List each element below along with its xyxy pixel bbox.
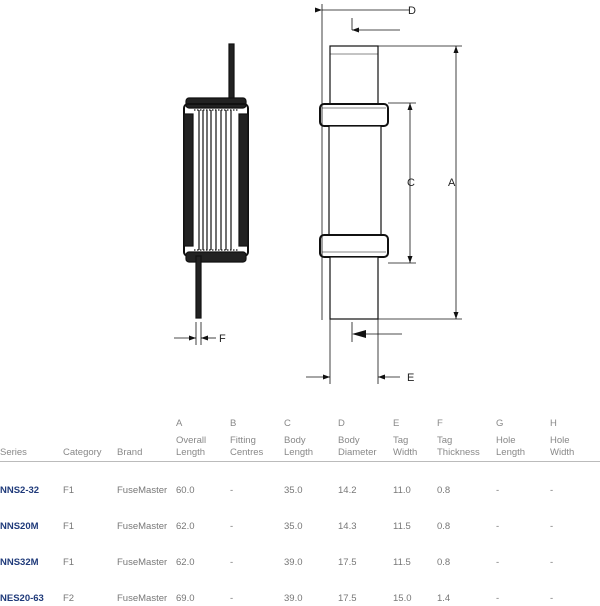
table-cell: F1 [63, 485, 75, 496]
col-header [117, 435, 176, 447]
table-cell: - [550, 557, 554, 568]
col-header [63, 435, 117, 447]
table-cell: 14.2 [338, 485, 357, 496]
table-cell: - [230, 593, 234, 604]
table-cell: 62.0 [176, 521, 195, 532]
col-header: Length [496, 447, 550, 462]
dimension-c [388, 102, 416, 264]
table-cell: F1 [63, 557, 75, 568]
col-letter [63, 416, 117, 429]
col-header: Hole [550, 435, 570, 446]
dimension-a [378, 45, 462, 320]
col-letter: A [176, 418, 183, 429]
table-cell: 1.4 [437, 593, 451, 604]
table-cell: FuseMaster [117, 485, 168, 496]
table-cell: 39.0 [284, 557, 303, 568]
table-cell: 60.0 [176, 485, 195, 496]
table-cell: 69.0 [176, 593, 195, 604]
table-row: NES20-63 F2 FuseMaster 69.0 - 39.0 17.5 … [0, 570, 600, 606]
col-letter: H [550, 418, 557, 429]
col-letter: B [230, 418, 237, 429]
table-cell: 62.0 [176, 557, 195, 568]
table-cell: 35.0 [284, 485, 303, 496]
table-cell: 14.3 [338, 521, 357, 532]
series-cell: NES20-63 [0, 593, 44, 604]
table-cell: 35.0 [284, 521, 303, 532]
dimension-d [315, 4, 410, 320]
fuse-dimension-diagram: F D A C [174, 4, 462, 384]
col-header: Series [0, 447, 63, 462]
col-header: Body [284, 435, 306, 446]
col-letter: F [437, 418, 443, 429]
table-row: NNS32M F1 FuseMaster 62.0 - 39.0 17.5 11… [0, 534, 600, 570]
fuse-side-view [183, 43, 249, 319]
header-line2-row: Series Category Brand Length Centres Len… [0, 447, 600, 462]
table-row: NNS20M F1 FuseMaster 62.0 - 35.0 14.3 11… [0, 498, 600, 534]
dimension-a-label: A [448, 177, 456, 189]
table-cell: 0.8 [437, 521, 451, 532]
col-header: Tag [393, 435, 409, 446]
fuse-front-view [319, 45, 389, 320]
table-cell: 11.5 [393, 557, 411, 568]
col-header [0, 435, 63, 447]
col-header: Thickness [437, 447, 496, 462]
col-letter: G [496, 418, 504, 429]
col-header: Width [550, 447, 600, 462]
col-letter [0, 416, 63, 429]
col-header: Category [63, 447, 117, 462]
dimension-d-label: D [408, 5, 416, 17]
series-cell: NNS2-32 [0, 485, 40, 496]
header-letters-row: A B C D E F G H [0, 416, 600, 429]
table-row: NNS2-32 F1 FuseMaster 60.0 - 35.0 14.2 1… [0, 462, 600, 499]
col-letter: C [284, 418, 291, 429]
table-cell: - [550, 521, 554, 532]
col-header: Diameter [338, 447, 393, 462]
table-cell: FuseMaster [117, 593, 168, 604]
dimension-c-label: C [407, 177, 415, 189]
table-cell: FuseMaster [117, 521, 168, 532]
table-cell: - [496, 557, 500, 568]
dimension-f [174, 322, 216, 345]
col-letter [117, 416, 176, 429]
table-cell: - [550, 485, 554, 496]
table-cell: F2 [63, 593, 75, 604]
header-line1-row: Overall Fitting Body Body Tag Tag Hole H… [0, 435, 600, 447]
table-cell: - [496, 485, 500, 496]
col-header: Width [393, 447, 437, 462]
col-header: Overall [176, 435, 207, 446]
dimension-f-label: F [219, 333, 226, 345]
table-cell: 0.8 [437, 485, 451, 496]
table-cell: F1 [63, 521, 75, 532]
table-cell: - [550, 593, 554, 604]
table-cell: - [230, 557, 234, 568]
dimension-e [306, 319, 402, 384]
col-letter: D [338, 418, 345, 429]
col-header: Fitting [230, 435, 256, 446]
spec-table: A B C D E F G H Overall Fitting Body Bod… [0, 416, 600, 606]
table-cell: 11.5 [393, 521, 411, 532]
series-cell: NNS20M [0, 521, 39, 532]
table-cell: 0.8 [437, 557, 451, 568]
table-cell: - [496, 593, 500, 604]
table-cell: 15.0 [393, 593, 412, 604]
table-cell: 17.5 [338, 593, 357, 604]
table-cell: - [230, 485, 234, 496]
col-header: Length [176, 447, 230, 462]
series-cell: NNS32M [0, 557, 39, 568]
col-header: Tag [437, 435, 453, 446]
col-header: Body [338, 435, 360, 446]
table-cell: FuseMaster [117, 557, 168, 568]
table-cell: 11.0 [393, 485, 411, 496]
col-header: Centres [230, 447, 284, 462]
col-header: Hole [496, 435, 516, 446]
table-cell: - [230, 521, 234, 532]
table-cell: - [496, 521, 500, 532]
col-letter: E [393, 418, 400, 429]
dimension-e-label: E [407, 372, 414, 384]
table-cell: 39.0 [284, 593, 303, 604]
table-cell: 17.5 [338, 557, 357, 568]
col-header: Length [284, 447, 338, 462]
col-header: Brand [117, 447, 176, 462]
